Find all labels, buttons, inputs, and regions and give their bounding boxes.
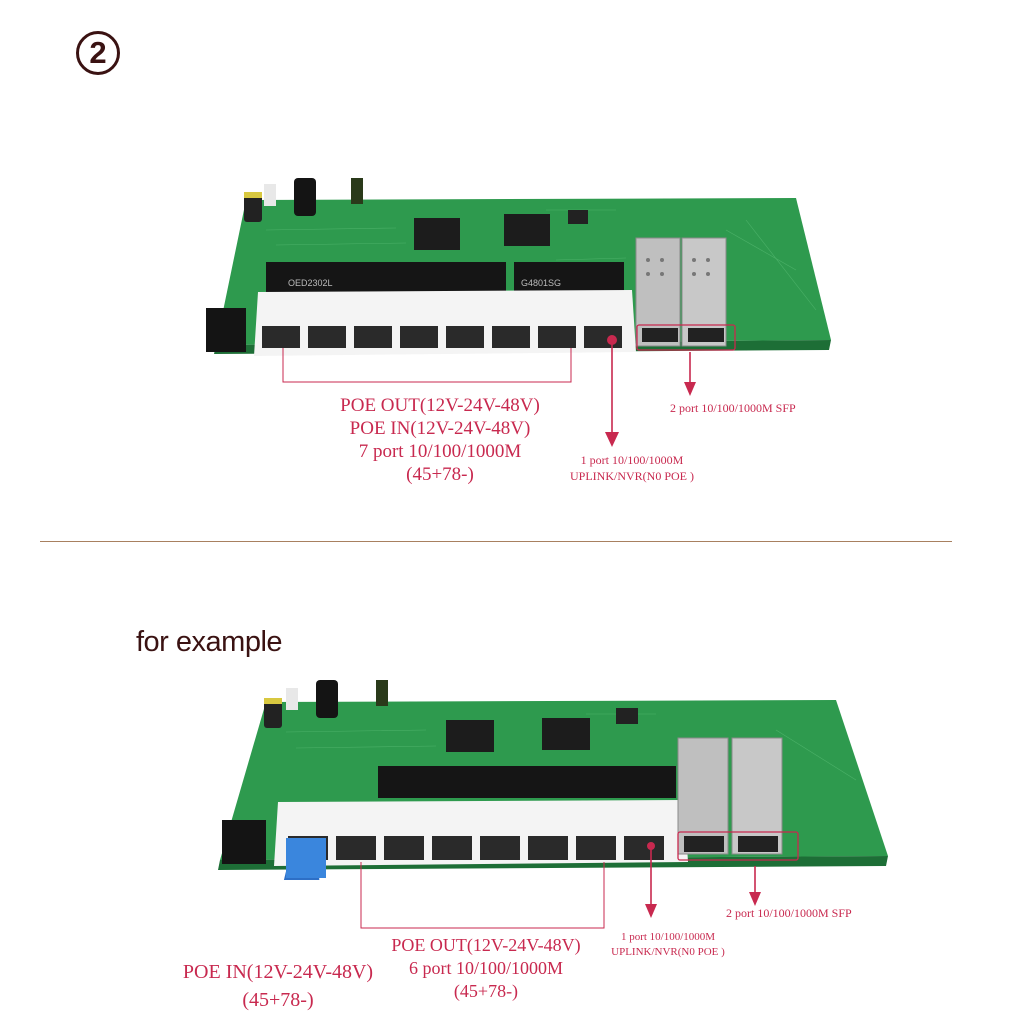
bottom-poe-in-label: POE IN(12V-24V-48V) (45+78-)	[182, 961, 374, 1011]
section-divider	[40, 541, 952, 542]
chip-mark-1: OED2302L	[288, 278, 333, 288]
bottom-uplink-label: 1 port 10/100/1000M UPLINK/NVR(N0 POE )	[611, 931, 725, 958]
bottom-sfp-label: 2 port 10/100/1000M SFP	[726, 906, 852, 920]
top-sfp-label: 2 port 10/100/1000M SFP	[670, 401, 796, 415]
top-annotation-lines	[282, 335, 696, 447]
switch-board-photo-bottom	[218, 680, 888, 880]
bottom-annotation-lines	[360, 842, 761, 929]
top-ports-label: POE OUT(12V-24V-48V) POE IN(12V-24V-48V)…	[340, 395, 540, 485]
step-number-badge: 2	[76, 31, 120, 75]
bottom-ports-label: POE OUT(12V-24V-48V) 6 port 10/100/1000M…	[391, 935, 581, 1001]
chip-mark-2: G4801SG	[521, 278, 561, 288]
top-uplink-label: 1 port 10/100/1000M UPLINK/NVR(N0 POE )	[570, 453, 694, 483]
example-heading: for example	[136, 626, 283, 658]
switch-board-photo-top: OED2302L G4801SG	[206, 178, 831, 356]
